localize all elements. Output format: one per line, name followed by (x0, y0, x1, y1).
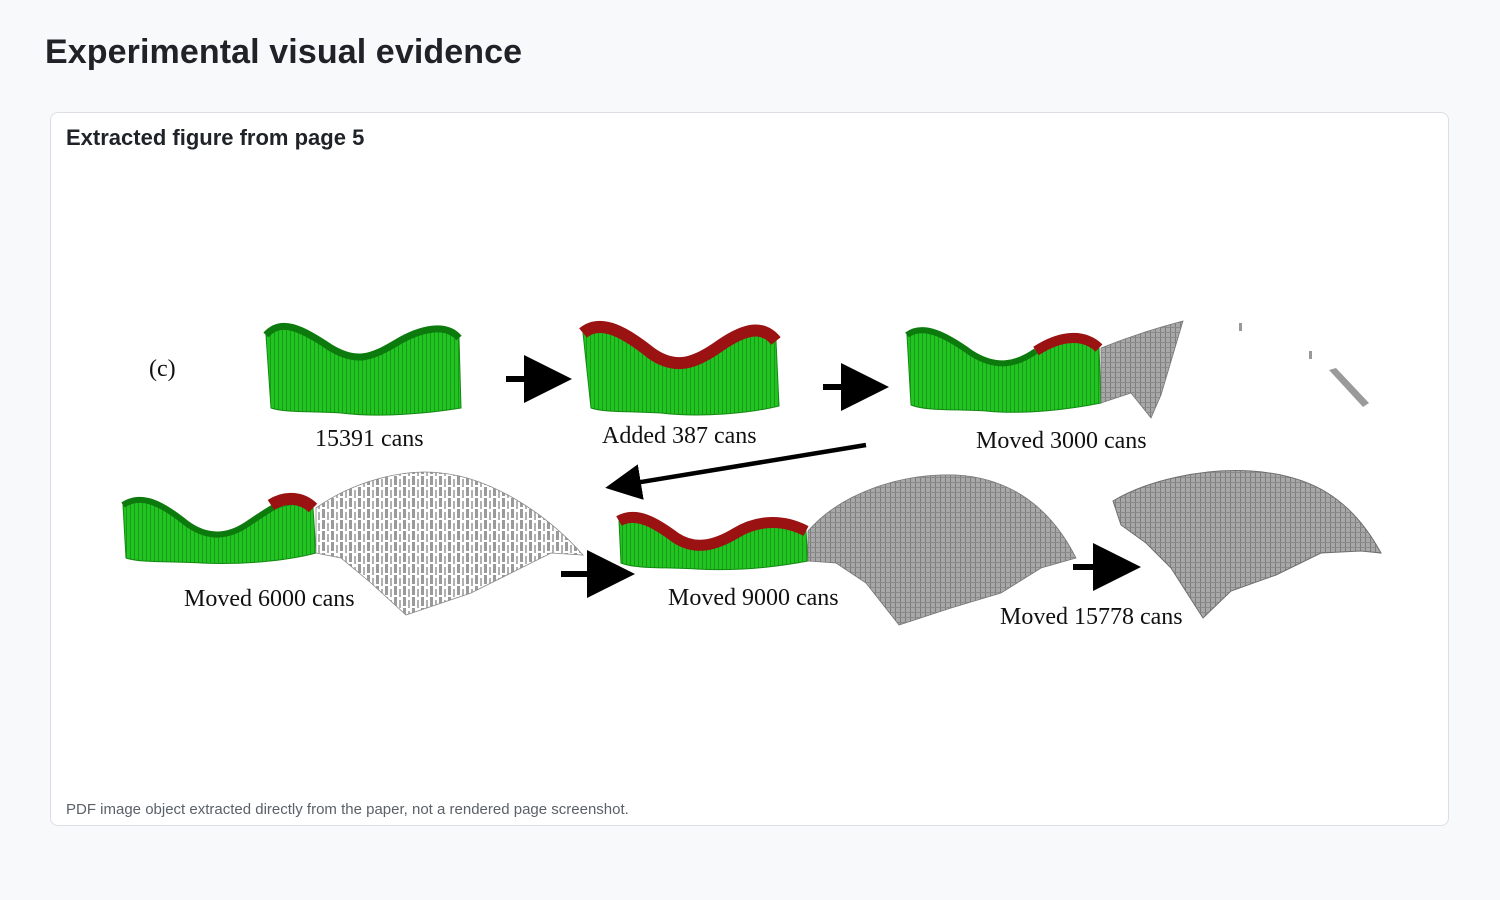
panel-label: (c) (149, 356, 176, 382)
stage-1-label: 15391 cans (315, 426, 424, 452)
stage-2-graphic (583, 327, 779, 415)
arrow-3 (623, 445, 866, 485)
stage-4-label: Moved 6000 cans (184, 586, 355, 612)
stage-6-label: Moved 15778 cans (1000, 604, 1183, 630)
stage-3-label: Moved 3000 cans (976, 428, 1147, 454)
extracted-figure: (c) 15391 cans Added 387 cans Moved 3000 (51, 113, 1450, 827)
stage-1-graphic (266, 326, 461, 415)
stage-6-graphic (1113, 471, 1381, 618)
stage-5-label: Moved 9000 cans (668, 585, 839, 611)
stage-2-label: Added 387 cans (602, 423, 757, 449)
figure-caption: PDF image object extracted directly from… (66, 801, 629, 818)
page-title: Experimental visual evidence (45, 33, 522, 72)
stage-3-graphic (907, 321, 1369, 418)
figure-card: Extracted figure from page 5 (c) (50, 112, 1449, 826)
